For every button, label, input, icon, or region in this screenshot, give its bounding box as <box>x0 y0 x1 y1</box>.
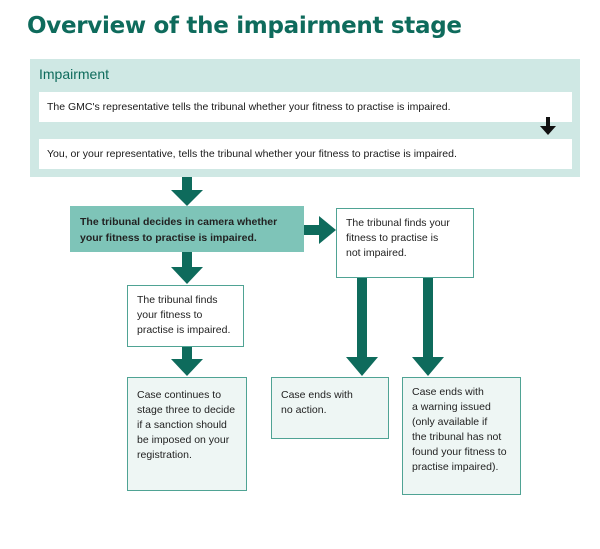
box-line: if a sanction should <box>137 419 227 431</box>
box-line: be imposed on your <box>137 434 230 446</box>
box-line: fitness to practise is <box>346 232 439 244</box>
page-title: Overview of the impairment stage <box>27 13 462 39</box>
box-line: the tribunal has not <box>412 431 502 443</box>
arrow-impaired-to-stage-three <box>171 347 203 376</box>
box-line: practise is impaired. <box>137 324 231 336</box>
box-line: your fitness to <box>137 309 203 321</box>
box-line: stage three to decide <box>137 404 236 416</box>
box-line: found your fitness to <box>412 446 507 458</box>
impaired-box: The tribunal finds your fitness to pract… <box>127 285 244 347</box>
box-line: practise impaired). <box>412 461 499 473</box>
impairment-panel: Impairment The GMC's representative tell… <box>30 59 580 177</box>
box-line: The tribunal decides in camera whether <box>80 216 278 228</box>
arrow-not-impaired-to-no-action <box>346 278 378 376</box>
arrow-decision-to-impaired <box>171 252 203 284</box>
box-line: (only available if <box>412 416 488 428</box>
arrow-panel-to-decision <box>171 177 203 206</box>
not-impaired-box: The tribunal finds your fitness to pract… <box>336 208 474 278</box>
stage-three-box: Case continues to stage three to decide … <box>127 377 247 491</box>
box-line: The tribunal finds <box>137 294 218 306</box>
gmc-representative-step: The GMC's representative tells the tribu… <box>39 92 572 122</box>
box-line: no action. <box>281 404 327 416</box>
box-line: registration. <box>137 449 192 461</box>
arrow-decision-to-not-impaired <box>304 216 336 244</box>
box-line: Case continues to <box>137 389 222 401</box>
panel-heading: Impairment <box>39 66 110 82</box>
no-action-box: Case ends with no action. <box>271 377 389 439</box>
box-line: your fitness to practise is impaired. <box>80 232 257 244</box>
tribunal-decision-box: The tribunal decides in camera whether y… <box>70 206 304 252</box>
doctor-representative-step: You, or your representative, tells the t… <box>39 139 572 169</box>
arrow-panel-down <box>540 117 556 135</box>
box-line: a warning issued <box>412 401 491 413</box>
box-line: The tribunal finds your <box>346 217 450 229</box>
arrow-not-impaired-to-warning <box>412 278 444 376</box>
box-line: not impaired. <box>346 247 407 259</box>
box-line: Case ends with <box>281 389 353 401</box>
box-line: Case ends with <box>412 386 484 398</box>
warning-box: Case ends with a warning issued (only av… <box>402 377 521 495</box>
